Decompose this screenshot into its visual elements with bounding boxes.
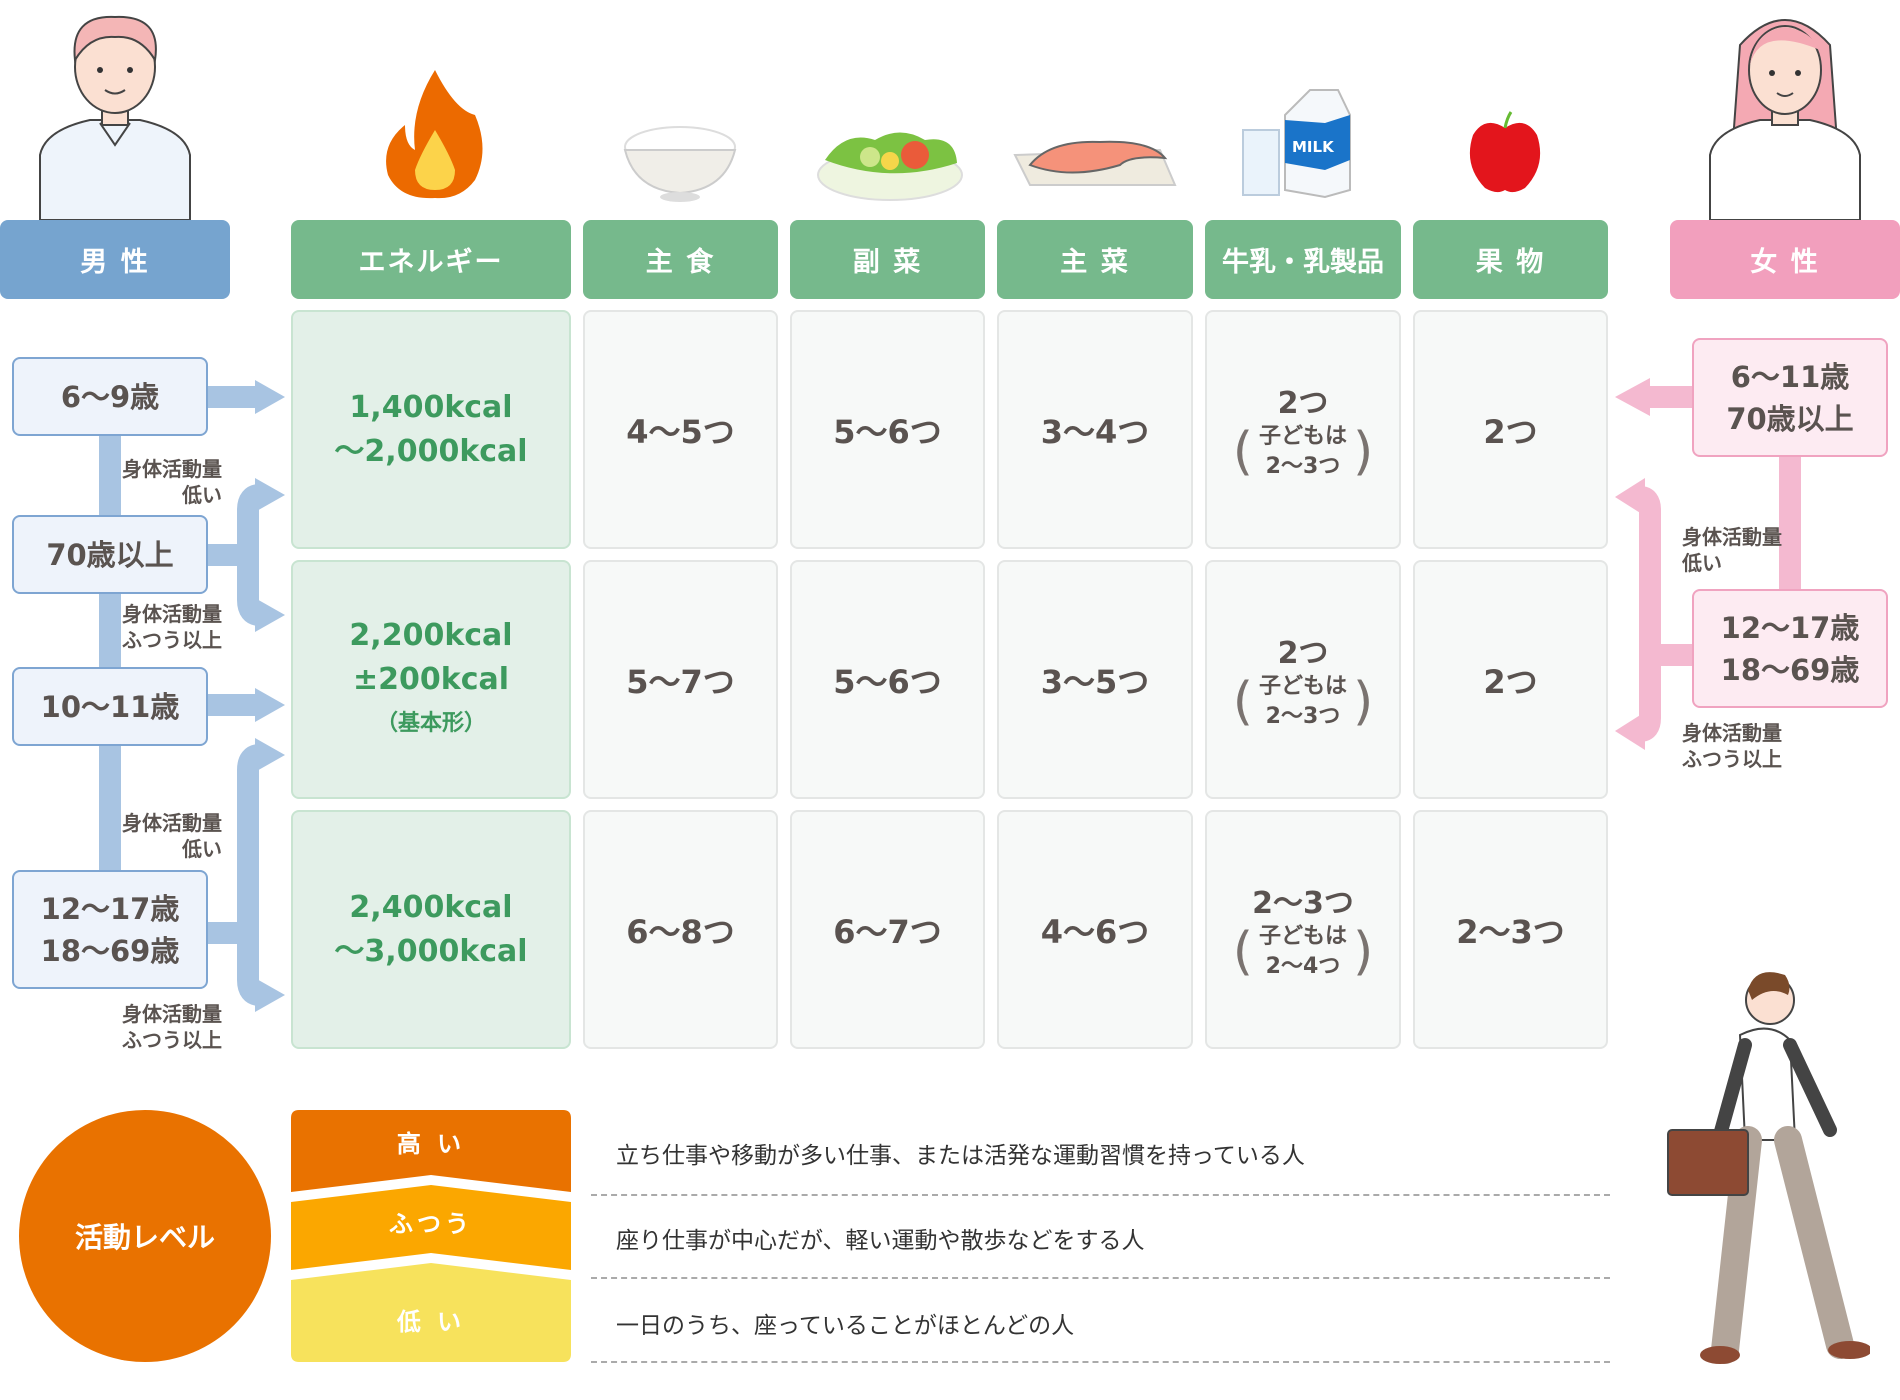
child-label: 子どもは <box>1258 673 1347 699</box>
column-header-energy: エネルギー <box>291 220 571 299</box>
energy-cell: 2,200kcal ±200kcal （基本形） <box>291 560 571 799</box>
main-cell: 4～6つ <box>997 810 1193 1049</box>
fruit-value: 2～3つ <box>1456 912 1565 951</box>
fruit-value: 2つ <box>1483 412 1538 451</box>
column-header-dairy: 牛乳・乳製品 <box>1205 220 1401 299</box>
male-note-normal-2: 身体活動量ふつう以上 <box>122 1002 222 1052</box>
fruit-value: 2つ <box>1483 662 1538 701</box>
divider <box>591 1361 1610 1363</box>
side-cell: 5～6つ <box>790 310 985 549</box>
energy-value: ±200kcal <box>352 661 510 697</box>
paren-left: ( <box>1232 921 1253 982</box>
male-header: 男 性 <box>0 220 230 299</box>
divider <box>591 1277 1610 1279</box>
fruit-cell: 2～3つ <box>1413 810 1608 1049</box>
column-header-fruit: 果 物 <box>1413 220 1608 299</box>
staple-value: 6～8つ <box>626 912 735 951</box>
male-note-normal-1: 身体活動量ふつう以上 <box>122 602 222 652</box>
paren-right: ) <box>1353 421 1374 482</box>
level-high-description: 立ち仕事や移動が多い仕事、または活発な運動習慣を持っている人 <box>616 1143 1305 1169</box>
fruit-cell: 2つ <box>1413 560 1608 799</box>
male-age-70-plus: 70歳以上 <box>12 515 208 594</box>
child-value: 2～3つ <box>1265 453 1341 479</box>
dairy-cell: 2つ (子どもは 2～3つ) <box>1205 310 1401 549</box>
staple-cell: 4～5つ <box>583 310 778 549</box>
energy-note: （基本形） <box>375 710 486 736</box>
column-header-side-dish: 副 菜 <box>790 220 985 299</box>
energy-cell: 2,400kcal ～3,000kcal <box>291 810 571 1049</box>
child-value: 2～4つ <box>1265 953 1341 979</box>
main-cell: 3～4つ <box>997 310 1193 549</box>
child-label: 子どもは <box>1258 923 1347 949</box>
side-cell: 6～7つ <box>790 810 985 1049</box>
energy-value: ～2,000kcal <box>334 433 528 469</box>
energy-value: 1,400kcal <box>349 389 513 425</box>
dairy-cell: 2～3つ(子どもは 2～4つ) <box>1205 810 1401 1049</box>
salad-icon <box>817 132 963 201</box>
main-value: 3～5つ <box>1040 662 1150 701</box>
side-value: 6～7つ <box>833 912 942 951</box>
fruit-cell: 2つ <box>1413 310 1608 549</box>
milk-label: MILK <box>1292 138 1335 156</box>
flame-icon <box>386 70 483 199</box>
side-value: 5～6つ <box>833 662 942 701</box>
column-header-staple: 主 食 <box>583 220 778 299</box>
connector-arrows <box>99 378 1801 1012</box>
rice-bowl-icon <box>623 126 737 202</box>
energy-value: 2,200kcal <box>349 617 513 653</box>
paren-left: ( <box>1232 671 1253 732</box>
main-cell: 3～5つ <box>997 560 1193 799</box>
male-note-low-2: 身体活動量低い <box>122 811 222 861</box>
level-high-label: 高 い <box>396 1130 466 1158</box>
paren-right: ) <box>1353 671 1374 732</box>
grilled-salmon-icon <box>1013 140 1177 186</box>
male-note-low-1: 身体活動量低い <box>122 457 222 507</box>
dairy-value: 2つ <box>1277 635 1329 671</box>
divider <box>591 1194 1610 1196</box>
walking-businessman-icon <box>1667 972 1870 1364</box>
paren-right: ) <box>1353 921 1374 982</box>
female-note-normal: 身体活動量ふつう以上 <box>1682 721 1782 771</box>
child-label: 子どもは <box>1258 423 1347 449</box>
milk-icon: MILK <box>1242 89 1351 199</box>
apple-icon <box>1469 111 1541 193</box>
dairy-cell: 2つ (子どもは 2～3つ) <box>1205 560 1401 799</box>
child-value: 2～3つ <box>1265 703 1341 729</box>
activity-level-chevrons <box>291 1110 571 1362</box>
main-value: 3～4つ <box>1040 412 1150 451</box>
level-normal-description: 座り仕事が中心だが、軽い運動や散歩などをする人 <box>616 1228 1145 1254</box>
male-age-10-11: 10～11歳 <box>12 667 208 746</box>
male-person-icon <box>39 15 191 220</box>
level-low-label: 低 い <box>396 1308 466 1336</box>
level-normal-label: ふつう <box>389 1210 473 1238</box>
column-header-main-dish: 主 菜 <box>997 220 1193 299</box>
main-value: 4～6つ <box>1040 912 1150 951</box>
dairy-value: 2つ <box>1277 385 1329 421</box>
energy-value: ～3,000kcal <box>334 933 528 969</box>
activity-level-circle: 活動レベル <box>19 1110 271 1362</box>
energy-cell: 1,400kcal ～2,000kcal <box>291 310 571 549</box>
side-cell: 5～6つ <box>790 560 985 799</box>
side-value: 5～6つ <box>833 412 942 451</box>
staple-value: 4～5つ <box>626 412 735 451</box>
staple-cell: 5～7つ <box>583 560 778 799</box>
staple-cell: 6～8つ <box>583 810 778 1049</box>
level-low-description: 一日のうち、座っていることがほとんどの人 <box>616 1313 1075 1339</box>
female-header: 女 性 <box>1670 220 1900 299</box>
energy-value: 2,400kcal <box>349 889 513 925</box>
dairy-value: 2～3つ <box>1252 885 1354 921</box>
female-person-icon <box>1709 19 1861 220</box>
male-age-6-9: 6～9歳 <box>12 357 208 436</box>
staple-value: 5～7つ <box>626 662 735 701</box>
paren-left: ( <box>1232 421 1253 482</box>
female-note-low: 身体活動量低い <box>1682 525 1782 575</box>
